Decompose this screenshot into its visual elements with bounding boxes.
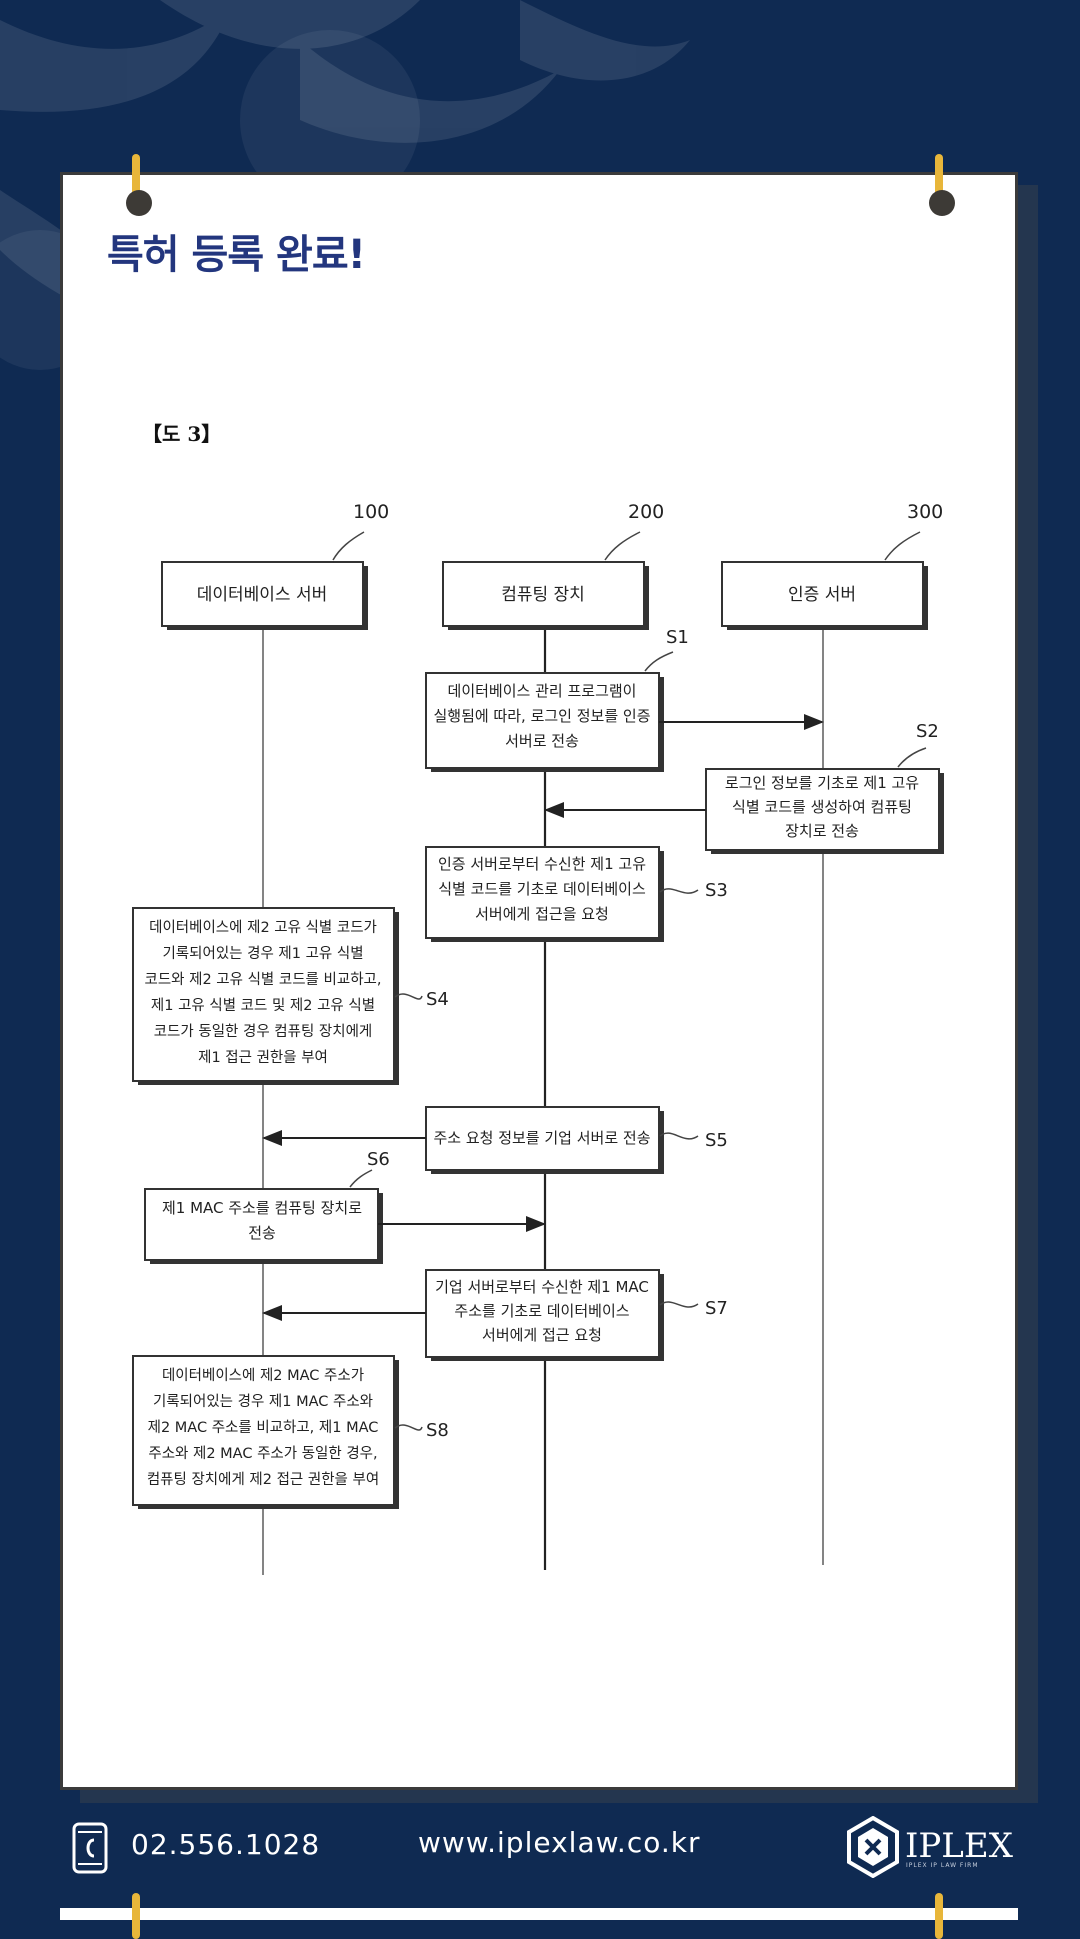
phone-number[interactable]: 02.556.1028 — [131, 1828, 321, 1861]
svg-text:컴퓨팅 장치에게 제2 접근 권한을 부여: 컴퓨팅 장치에게 제2 접근 권한을 부여 — [147, 1471, 379, 1488]
step-box-s4: 데이터베이스에 제2 고유 식별 코드가 기록되어있는 경우 제1 고유 식별 … — [132, 907, 399, 1085]
page-title: 특허 등록 완료! — [107, 232, 366, 278]
step-id-s4: S4 — [426, 989, 449, 1010]
svg-text:식별 코드를 생성하여 컴퓨팅: 식별 코드를 생성하여 컴퓨팅 — [732, 798, 912, 816]
next-page-paper-edge — [60, 1908, 1018, 1920]
svg-text:주소 요청 정보를 기업 서버로 전송: 주소 요청 정보를 기업 서버로 전송 — [433, 1129, 650, 1147]
entity-ref-200: 200 — [628, 501, 664, 523]
step-id-s6: S6 — [367, 1149, 390, 1170]
step-id-s7: S7 — [705, 1298, 728, 1319]
step-id-s8: S8 — [426, 1420, 449, 1441]
svg-text:서버로 전송: 서버로 전송 — [505, 732, 579, 750]
svg-text:제1 접근 권한을 부여: 제1 접근 권한을 부여 — [198, 1049, 328, 1066]
svg-text:제1 MAC 주소를 컴퓨팅 장치로: 제1 MAC 주소를 컴퓨팅 장치로 — [162, 1199, 362, 1217]
step-box-s1: 데이터베이스 관리 프로그램이 실행됨에 따라, 로그인 정보를 인증 서버로 … — [425, 672, 664, 772]
step-box-s3: 인증 서버로부터 수신한 제1 고유 식별 코드를 기초로 데이터베이스 서버에… — [425, 846, 664, 942]
figure-label: 【도 3】 — [142, 422, 222, 446]
step-box-s7: 기업 서버로부터 수신한 제1 MAC 주소를 기초로 데이터베이스 서버에게 … — [425, 1269, 664, 1361]
entity-ref-100: 100 — [353, 501, 389, 523]
svg-text:기록되어있는 경우 제1 MAC 주소와: 기록되어있는 경우 제1 MAC 주소와 — [153, 1393, 373, 1410]
iplex-logo-icon — [847, 1816, 899, 1878]
svg-text:서버에게 접근을 요청: 서버에게 접근을 요청 — [475, 905, 609, 923]
website-link[interactable]: www.iplexlaw.co.kr — [418, 1826, 701, 1859]
step-box-s5: 주소 요청 정보를 기업 서버로 전송 — [425, 1106, 664, 1174]
entity-box-auth-server: 인증 서버 — [721, 561, 928, 630]
logo-subtext: IPLEX IP LAW FIRM — [906, 1862, 979, 1869]
svg-text:장치로 전송: 장치로 전송 — [785, 822, 859, 840]
svg-text:인증 서버로부터 수신한 제1 고유: 인증 서버로부터 수신한 제1 고유 — [438, 855, 646, 873]
entity-name: 데이터베이스 서버 — [197, 585, 328, 605]
svg-text:실행됨에 따라, 로그인 정보를 인증: 실행됨에 따라, 로그인 정보를 인증 — [433, 707, 650, 725]
svg-text:데이터베이스 관리 프로그램이: 데이터베이스 관리 프로그램이 — [448, 682, 637, 700]
entity-ref-300: 300 — [907, 501, 943, 523]
svg-text:전송: 전송 — [248, 1224, 276, 1242]
entity-box-database-server: 데이터베이스 서버 — [161, 561, 368, 630]
svg-text:서버에게 접근 요청: 서버에게 접근 요청 — [482, 1326, 602, 1344]
svg-text:제2 MAC 주소를 비교하고, 제1 MAC: 제2 MAC 주소를 비교하고, 제1 MAC — [148, 1419, 379, 1436]
svg-text:코드와 제2 고유 식별 코드를 비교하고,: 코드와 제2 고유 식별 코드를 비교하고, — [145, 971, 382, 988]
step-id-s1: S1 — [666, 627, 689, 648]
svg-text:기록되어있는 경우 제1 고유 식별: 기록되어있는 경우 제1 고유 식별 — [162, 945, 363, 962]
svg-text:기업 서버로부터 수신한 제1 MAC: 기업 서버로부터 수신한 제1 MAC — [435, 1278, 649, 1296]
logo-text: IPLEX — [905, 1826, 1013, 1866]
svg-text:주소와 제2 MAC 주소가 동일한 경우,: 주소와 제2 MAC 주소가 동일한 경우, — [148, 1445, 377, 1462]
background-leaf-decoration — [0, 0, 690, 370]
step-id-s3: S3 — [705, 880, 728, 901]
entity-box-computing-device: 컴퓨팅 장치 — [442, 561, 649, 630]
svg-text:로그인 정보를 기초로 제1 고유: 로그인 정보를 기초로 제1 고유 — [725, 774, 919, 792]
step-box-s6: 제1 MAC 주소를 컴퓨팅 장치로 전송 — [144, 1188, 383, 1264]
step-id-s5: S5 — [705, 1130, 728, 1151]
phone-icon[interactable] — [72, 1822, 108, 1874]
svg-text:데이터베이스에 제2 고유 식별 코드가: 데이터베이스에 제2 고유 식별 코드가 — [149, 919, 377, 936]
svg-text:주소를 기초로 데이터베이스: 주소를 기초로 데이터베이스 — [454, 1302, 629, 1320]
entity-name: 인증 서버 — [788, 585, 856, 605]
step-box-s2: 로그인 정보를 기초로 제1 고유 식별 코드를 생성하여 컴퓨팅 장치로 전송 — [705, 768, 944, 854]
step-box-s8: 데이터베이스에 제2 MAC 주소가 기록되어있는 경우 제1 MAC 주소와 … — [132, 1355, 399, 1509]
svg-text:데이터베이스에 제2 MAC 주소가: 데이터베이스에 제2 MAC 주소가 — [162, 1367, 364, 1384]
svg-text:제1 고유 식별 코드 및 제2 고유 식별: 제1 고유 식별 코드 및 제2 고유 식별 — [151, 997, 375, 1014]
entity-name: 컴퓨팅 장치 — [501, 585, 585, 605]
step-id-s2: S2 — [916, 721, 939, 742]
svg-text:식별 코드를 기초로 데이터베이스: 식별 코드를 기초로 데이터베이스 — [438, 880, 646, 898]
svg-text:코드가 동일한 경우 컴퓨팅 장치에게: 코드가 동일한 경우 컴퓨팅 장치에게 — [154, 1023, 373, 1040]
